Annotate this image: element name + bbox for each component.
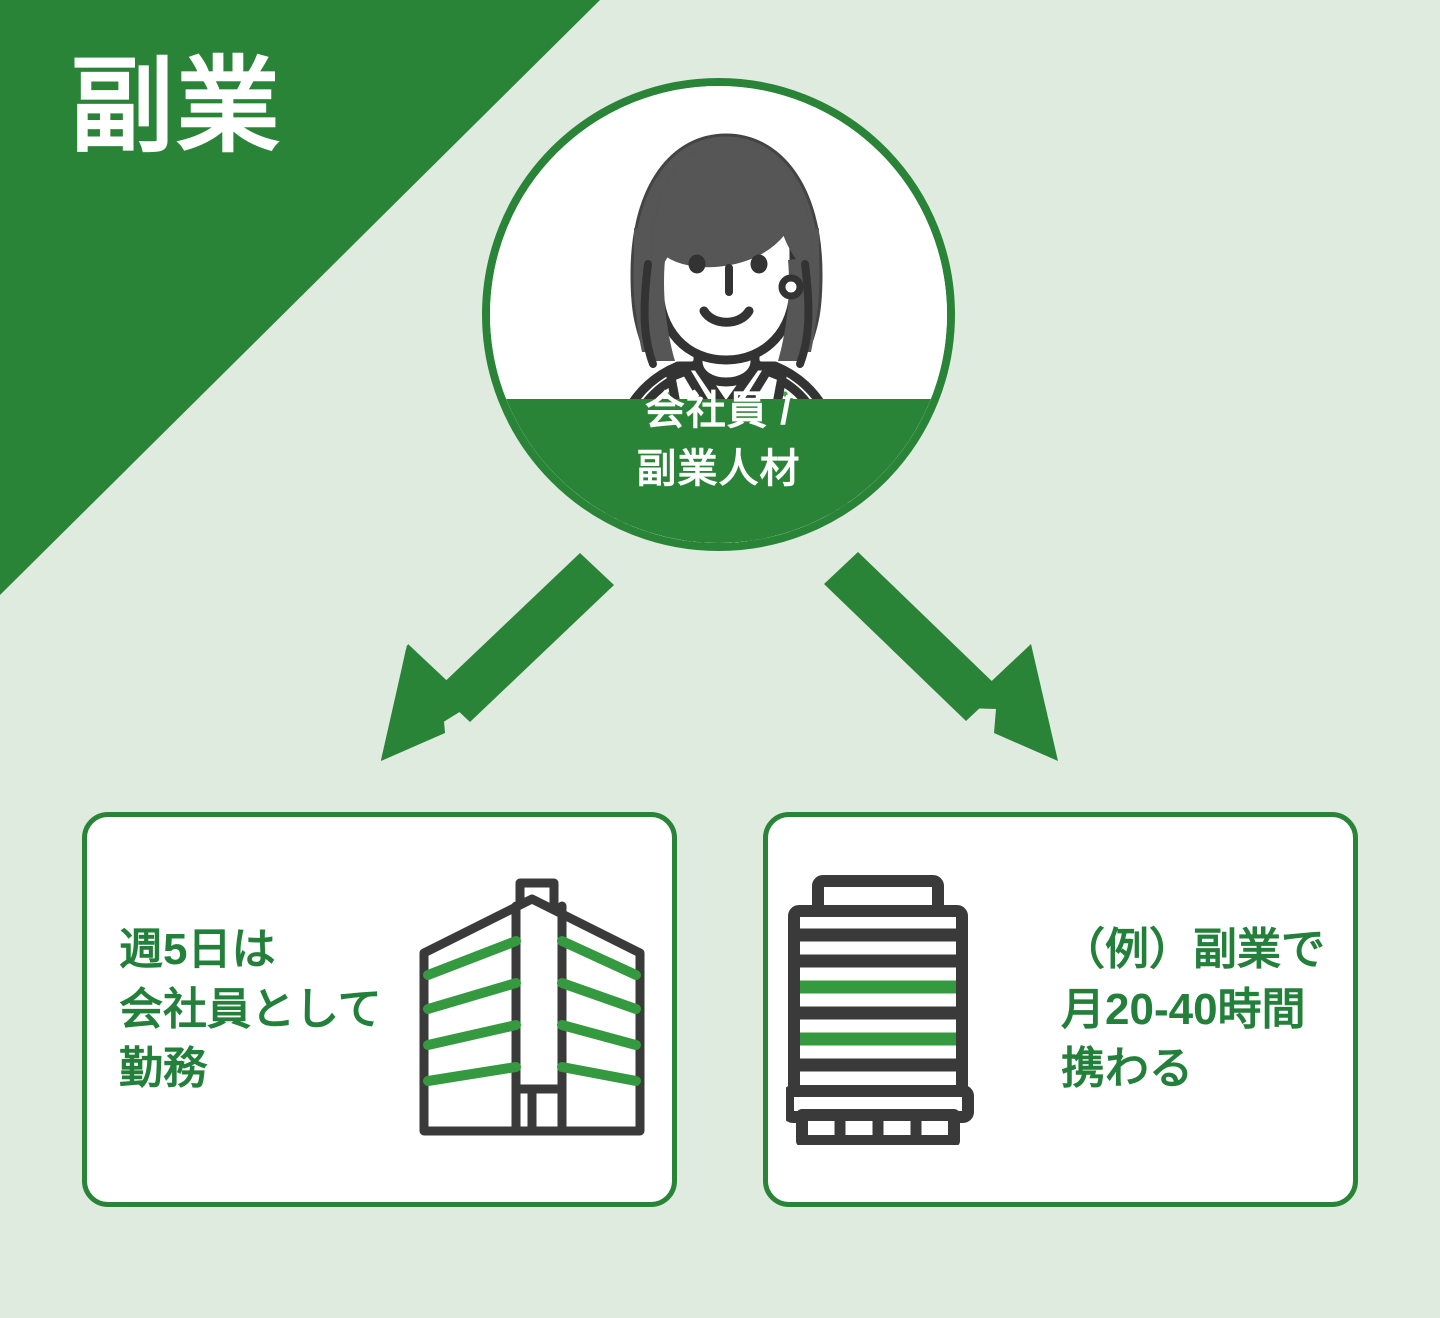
card-side-job-hours[interactable]: （例）副業で 月20-40時間 携わる <box>763 812 1358 1207</box>
avatar-illustration <box>490 86 947 543</box>
page-title: 副業 <box>70 49 283 165</box>
arrow-to-right-card-icon <box>824 552 1058 761</box>
arrow-to-left-card-icon <box>381 553 614 761</box>
badge-lower-fill <box>490 399 947 543</box>
office-building-icon <box>786 874 986 1145</box>
avatar-eye-right <box>750 254 768 274</box>
card-weekday-employment-text: 週5日は 会社員として 勤務 <box>119 924 382 1094</box>
office-tower-icon <box>412 875 652 1145</box>
card-side-job-hours-text: （例）副業で 月20-40時間 携わる <box>1061 924 1325 1094</box>
avatar-badge: 会社員 / 副業人材 <box>482 78 955 551</box>
avatar-eye-left <box>688 254 706 274</box>
card-weekday-employment[interactable]: 週5日は 会社員として 勤務 <box>82 812 677 1207</box>
